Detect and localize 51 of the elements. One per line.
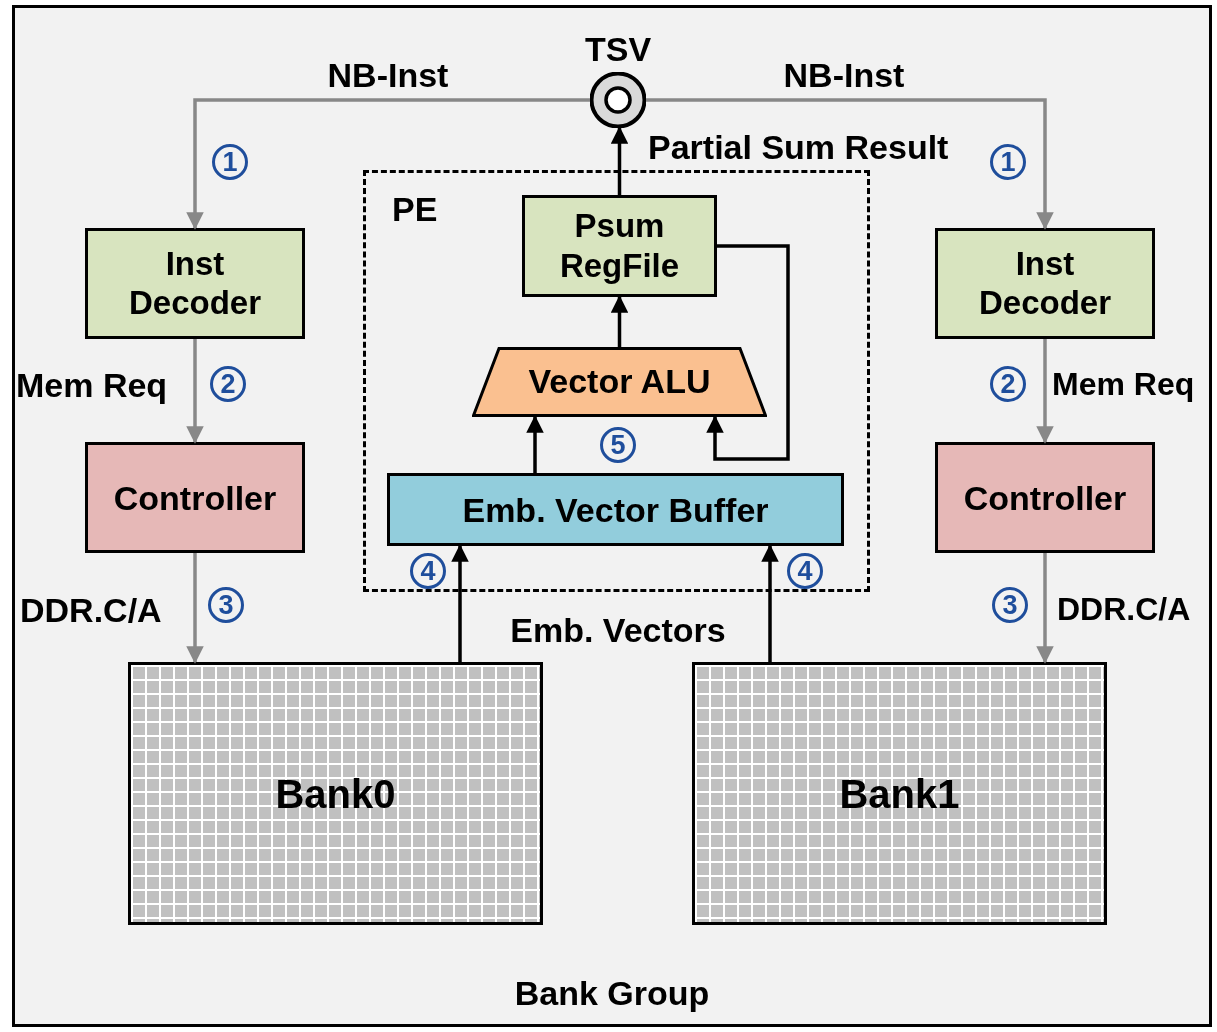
edge-label: DDR.C/A: [1057, 593, 1191, 625]
box-label: Inst Decoder: [127, 243, 263, 324]
arrow: [526, 415, 544, 473]
box-label: Controller: [113, 477, 277, 518]
box-label: Inst Decoder: [977, 243, 1113, 324]
step-number: 1: [212, 144, 248, 180]
arrow: [186, 553, 204, 664]
flow-label: Emb. Vectors: [510, 613, 726, 647]
tsv-label: TSV: [584, 32, 652, 66]
box-label: Controller: [963, 477, 1127, 518]
arrow: [1036, 339, 1054, 444]
decoder-box: [522, 195, 717, 297]
step-number: 1: [990, 144, 1026, 180]
edge-label: DDR.C/A: [20, 593, 162, 627]
step-number: 4: [410, 553, 446, 589]
arrow: [646, 98, 1054, 230]
group-title: Bank Group: [514, 973, 710, 1014]
step-number: 4: [787, 553, 823, 589]
memory-bank: [128, 662, 543, 925]
region-label: PE: [392, 189, 438, 230]
arrow: [610, 126, 629, 195]
bank-label: Bank0: [275, 770, 396, 818]
controller-box: [935, 442, 1155, 553]
edge-label: NB-Inst: [327, 58, 449, 92]
arrow: [1036, 553, 1054, 664]
edge-label: NB-Inst: [783, 58, 905, 92]
arrow: [761, 544, 779, 662]
bank-group-frame: [12, 5, 1212, 1027]
step-number: 2: [990, 366, 1026, 402]
memory-bank: [692, 662, 1107, 925]
buffer-box: [387, 473, 844, 546]
arrow: [706, 244, 790, 461]
arrow: [186, 339, 204, 444]
arrow: [610, 295, 629, 347]
step-number: 3: [208, 587, 244, 623]
step-number: 2: [210, 366, 246, 402]
decoder-box: [935, 228, 1155, 339]
box-label: Emb. Vector Buffer: [462, 489, 769, 530]
edge-label: Mem Req: [1052, 368, 1195, 400]
step-number: 5: [600, 427, 636, 463]
edge-label: Partial Sum Result: [648, 130, 949, 164]
pe-dashed-region: [363, 170, 870, 592]
decoder-box: [85, 228, 305, 339]
edge-label: Mem Req: [16, 368, 168, 402]
arrow: [451, 544, 469, 662]
alu-label: Vector ALU: [528, 360, 711, 401]
step-number: 3: [992, 587, 1028, 623]
arrow: [186, 98, 590, 230]
box-label: Psum RegFile: [558, 206, 681, 286]
bank-label: Bank1: [839, 770, 960, 818]
controller-box: [85, 442, 305, 553]
